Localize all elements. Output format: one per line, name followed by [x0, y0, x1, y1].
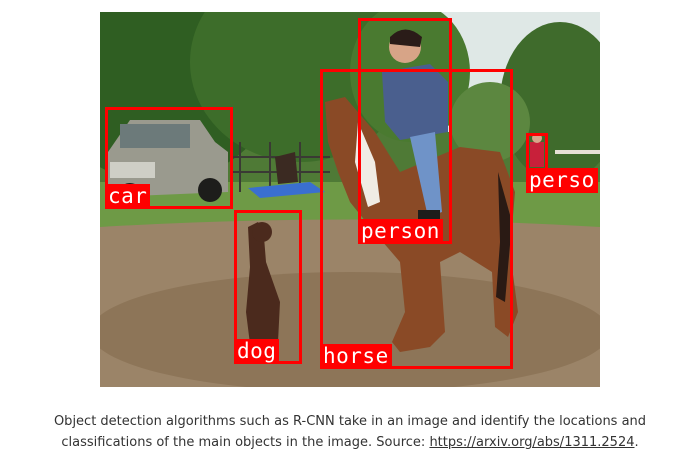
detection-figure: car dog horse person perso — [100, 12, 600, 387]
bbox-car: car — [105, 107, 233, 209]
bbox-label-car: car — [105, 184, 151, 209]
figure-caption: Object detection algorithms such as R-CN… — [10, 411, 690, 453]
bbox-person: person — [358, 18, 452, 244]
bbox-label-distant-person: perso — [526, 168, 598, 193]
bbox-label-person: person — [358, 219, 443, 244]
photo-scene — [100, 12, 600, 387]
caption-suffix: . — [634, 435, 639, 450]
bbox-label-dog: dog — [234, 339, 280, 364]
bbox-distant-person: perso — [526, 133, 598, 193]
bbox-dog: dog — [234, 210, 302, 364]
bbox-horse: horse — [320, 69, 513, 369]
source-link[interactable]: https://arxiv.org/abs/1311.2524 — [429, 435, 635, 450]
bbox-label-horse: horse — [320, 344, 392, 369]
